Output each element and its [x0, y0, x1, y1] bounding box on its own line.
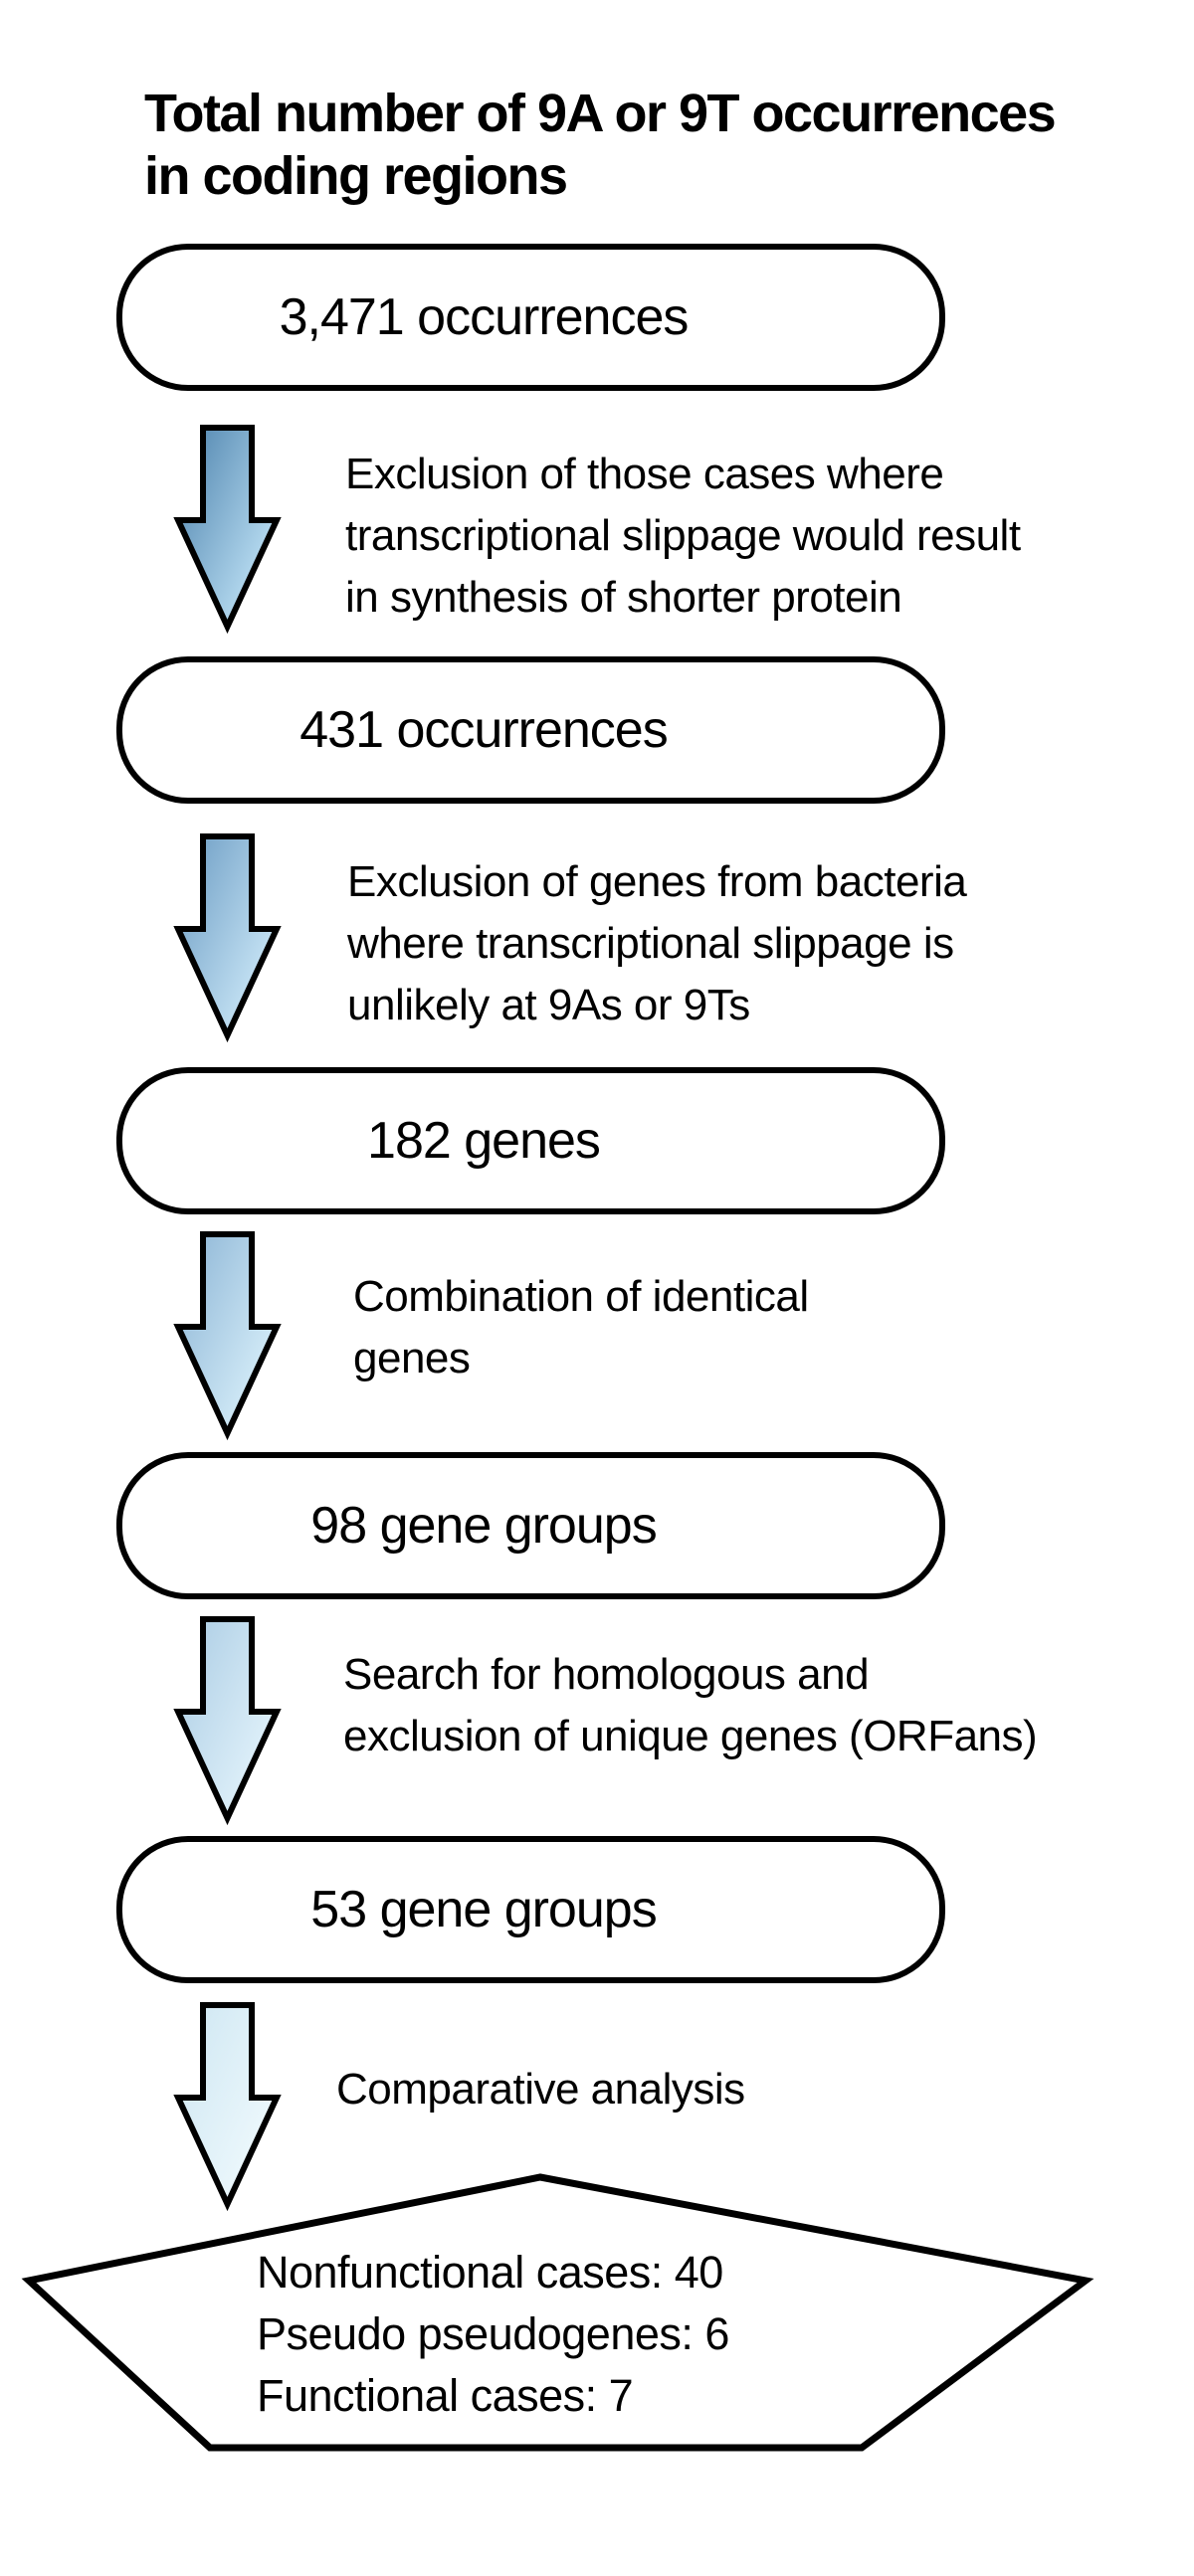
down-arrow-icon	[173, 1231, 282, 1441]
step-label-exclusion-bacteria: Exclusion of genes from bacteria where t…	[347, 851, 967, 1036]
figure-title-line-1: Total number of 9A or 9T occurrences	[144, 84, 1057, 143]
down-arrow-shape	[173, 833, 282, 1043]
down-arrow-shape	[173, 1616, 282, 1826]
step-label-line: where transcriptional slippage is	[347, 919, 954, 968]
node-53-gene-groups-label: 53 gene groups	[310, 1881, 657, 1938]
result-pentagon-shape	[21, 2173, 1094, 2452]
node-182-genes: 182 genes	[116, 1067, 945, 1214]
figure-title: Total number of 9A or 9T occurrences in …	[144, 83, 1057, 208]
step-label-line: Exclusion of genes from bacteria	[347, 857, 967, 906]
node-431-occurrences: 431 occurrences	[116, 656, 945, 804]
down-arrow-icon	[173, 425, 282, 635]
down-arrow-shape	[173, 425, 282, 635]
step-label-combination-identical: Combination of identical genes	[353, 1266, 809, 1389]
result-nonfunctional-cases: Nonfunctional cases: 40	[257, 2247, 723, 2298]
step-label-comparative-analysis: Comparative analysis	[336, 2059, 745, 2120]
node-total-occurrences-label: 3,471 occurrences	[279, 288, 690, 346]
step-label-line: transcriptional slippage would result	[345, 511, 1021, 560]
step-label-line: exclusion of unique genes (ORFans)	[343, 1712, 1038, 1760]
result-label: Nonfunctional cases: 40 Pseudo pseudogen…	[257, 2242, 729, 2427]
figure-title-line-2: in coding regions	[144, 146, 568, 206]
down-arrow-icon	[173, 2002, 282, 2212]
down-arrow-icon	[173, 833, 282, 1043]
step-label-line: Combination of identical	[353, 1272, 809, 1321]
step-label-line: unlikely at 9As or 9Ts	[347, 981, 750, 1029]
step-label-search-homologous: Search for homologous and exclusion of u…	[343, 1644, 1038, 1767]
step-label-exclusion-shorter-protein: Exclusion of those cases where transcrip…	[345, 444, 1021, 629]
step-label-line: in synthesis of shorter protein	[345, 573, 902, 622]
node-182-genes-label: 182 genes	[367, 1112, 601, 1170]
node-total-occurrences: 3,471 occurrences	[116, 244, 945, 391]
node-98-gene-groups-label: 98 gene groups	[310, 1497, 657, 1555]
result-functional-cases: Functional cases: 7	[257, 2370, 634, 2421]
result-pseudo-pseudogenes: Pseudo pseudogenes: 6	[257, 2308, 729, 2359]
step-label-line: genes	[353, 1334, 471, 1382]
step-label-line: Exclusion of those cases where	[345, 450, 944, 498]
pentagon-outline	[21, 2173, 1094, 2452]
down-arrow-shape	[173, 2002, 282, 2212]
down-arrow-shape	[173, 1231, 282, 1441]
step-label-line: Search for homologous and	[343, 1650, 870, 1699]
node-98-gene-groups: 98 gene groups	[116, 1452, 945, 1599]
node-53-gene-groups: 53 gene groups	[116, 1836, 945, 1983]
step-label-line: Comparative analysis	[336, 2065, 745, 2114]
node-431-occurrences-label: 431 occurrences	[299, 701, 668, 759]
down-arrow-icon	[173, 1616, 282, 1826]
